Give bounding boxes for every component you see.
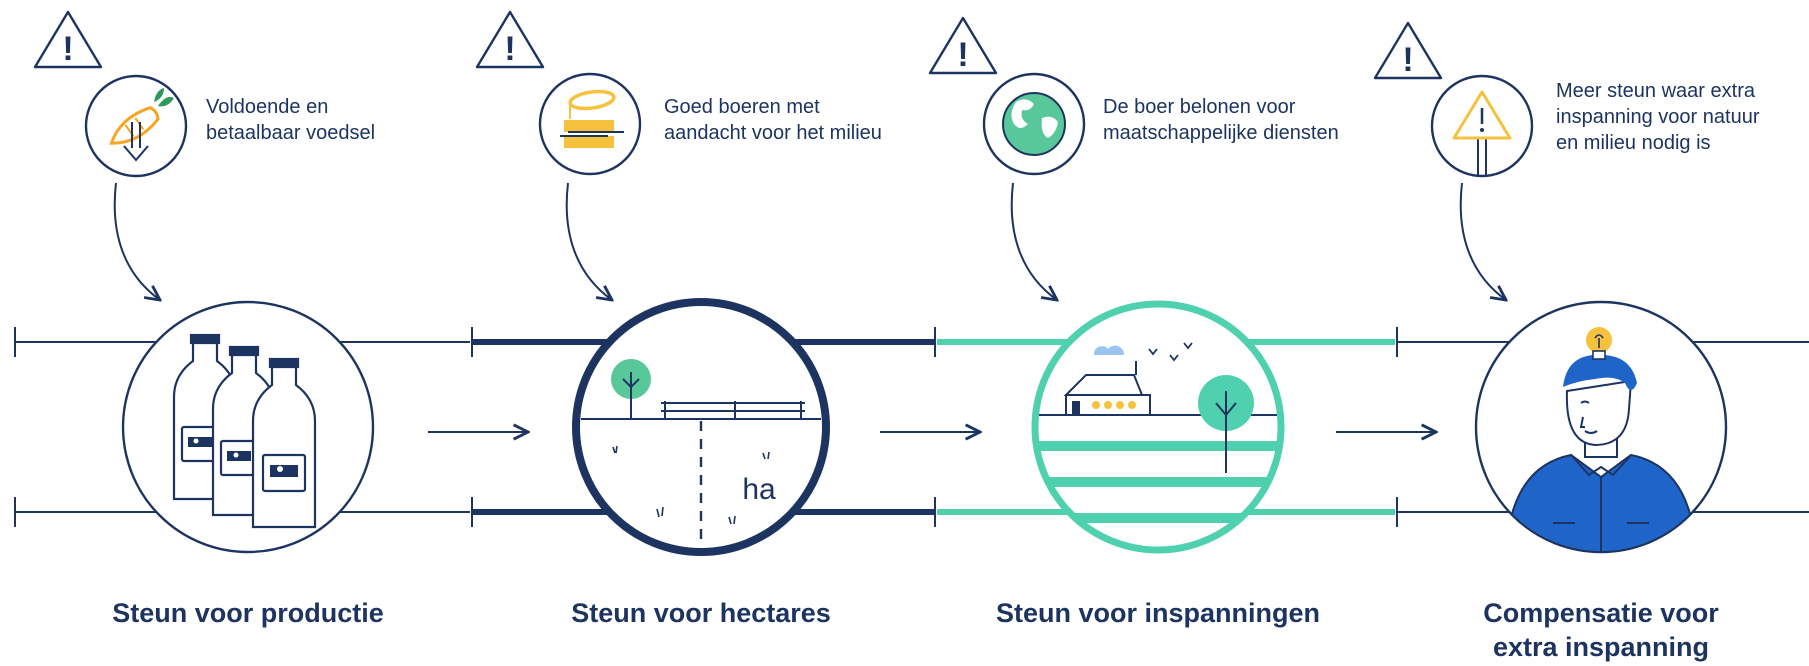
goal-connector-1 (113, 182, 160, 300)
stage-title-4: Compensatie voor extra inspanning (1401, 596, 1801, 664)
stage-title-1: Steun voor productie (48, 596, 448, 630)
warning-icon: ! (928, 16, 998, 75)
goal-line: en milieu nodig is (1556, 132, 1711, 154)
farm-landscape-icon (1031, 300, 1285, 554)
goal-text-4: Meer steun waar extra inspanning voor na… (1556, 78, 1759, 156)
field-hectares-icon: ha (572, 298, 830, 556)
goal-line: maatschappelijke diensten (1103, 122, 1339, 144)
title-line: Steun voor hectares (571, 598, 831, 628)
goal-connector-3 (1010, 182, 1057, 300)
goal-connector-4 (1459, 182, 1506, 300)
goal-line: Goed boeren met (664, 96, 820, 118)
warning-sign-icon (1430, 74, 1534, 178)
goal-line: betaalbaar voedsel (206, 122, 376, 144)
goal-text-1: Voldoende en betaalbaar voedsel (206, 94, 375, 146)
svg-text:!: ! (957, 36, 968, 74)
carrot-icon (84, 74, 188, 178)
svg-text:!: ! (504, 30, 515, 68)
milk-bottles-icon (121, 300, 375, 554)
globe-icon (982, 72, 1086, 176)
stage-title-2: Steun voor hectares (501, 596, 901, 630)
goal-line: aandacht voor het milieu (664, 122, 882, 144)
warning-icon: ! (475, 10, 545, 69)
title-line: Compensatie voor (1483, 598, 1719, 628)
stage-title-3: Steun voor inspanningen (948, 596, 1368, 630)
goal-text-2: Goed boeren met aandacht voor het milieu (664, 94, 882, 146)
goal-line: Meer steun waar extra (1556, 80, 1755, 102)
goal-connector-2 (565, 182, 612, 300)
title-line: extra inspanning (1492, 632, 1710, 662)
goal-line: inspanning voor natuur (1556, 106, 1760, 128)
goal-line: Voldoende en (206, 96, 329, 118)
hectare-label: ha (742, 473, 776, 506)
warning-icon: ! (33, 10, 103, 69)
warning-triangles: ! ! ! ! (33, 10, 1443, 80)
coins-icon (538, 72, 642, 176)
farmer-idea-icon (1474, 300, 1728, 554)
title-line: Steun voor productie (112, 598, 384, 628)
svg-text:!: ! (1402, 41, 1413, 79)
svg-text:!: ! (62, 30, 73, 68)
goal-line: De boer belonen voor (1103, 96, 1296, 118)
warning-icon: ! (1373, 21, 1443, 80)
goal-connectors (113, 182, 1506, 300)
goal-text-3: De boer belonen voor maatschappelijke di… (1103, 94, 1339, 146)
title-line: Steun voor inspanningen (995, 598, 1320, 628)
